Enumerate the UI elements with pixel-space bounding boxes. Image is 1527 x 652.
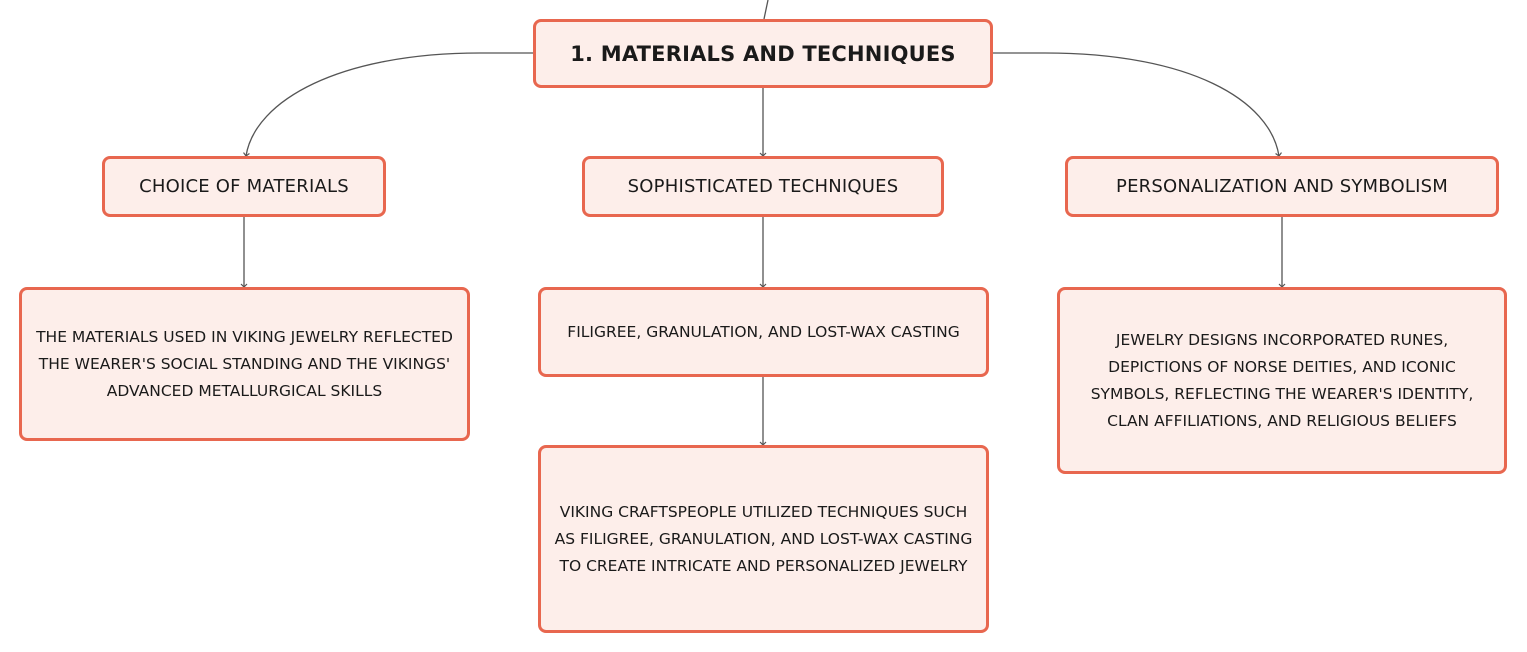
connector-root-to-materials (243, 52, 535, 157)
detail-node-text: THE MATERIALS USED IN VIKING JEWELRY REF… (36, 327, 453, 400)
detail-node-symbolism[interactable]: JEWELRY DESIGNS INCORPORATED RUNES, DEPI… (1057, 287, 1507, 474)
branch-node-techniques[interactable]: SOPHISTICATED TECHNIQUES (582, 156, 944, 217)
detail-node-text: FILIGREE, GRANULATION, AND LOST-WAX CAST… (567, 322, 960, 341)
detail-node-materials[interactable]: THE MATERIALS USED IN VIKING JEWELRY REF… (19, 287, 470, 441)
root-node[interactable]: 1. MATERIALS AND TECHNIQUES (533, 19, 993, 88)
branch-node-label: SOPHISTICATED TECHNIQUES (627, 176, 899, 197)
branch-node-label: PERSONALIZATION AND SYMBOLISM (1116, 176, 1448, 197)
branch-node-materials[interactable]: CHOICE OF MATERIALS (102, 156, 386, 217)
connector-incoming-root (763, 0, 769, 20)
detail-node-techniques-summary[interactable]: FILIGREE, GRANULATION, AND LOST-WAX CAST… (538, 287, 989, 377)
detail-node-techniques[interactable]: VIKING CRAFTSPEOPLE UTILIZED TECHNIQUES … (538, 445, 989, 633)
root-node-label: 1. MATERIALS AND TECHNIQUES (570, 41, 956, 66)
detail-node-text: JEWELRY DESIGNS INCORPORATED RUNES, DEPI… (1090, 330, 1474, 430)
branch-node-symbolism[interactable]: PERSONALIZATION AND SYMBOLISM (1065, 156, 1499, 217)
connector-root-to-symbolism (992, 52, 1282, 157)
detail-node-text: VIKING CRAFTSPEOPLE UTILIZED TECHNIQUES … (554, 502, 973, 575)
branch-node-label: CHOICE OF MATERIALS (139, 176, 349, 197)
